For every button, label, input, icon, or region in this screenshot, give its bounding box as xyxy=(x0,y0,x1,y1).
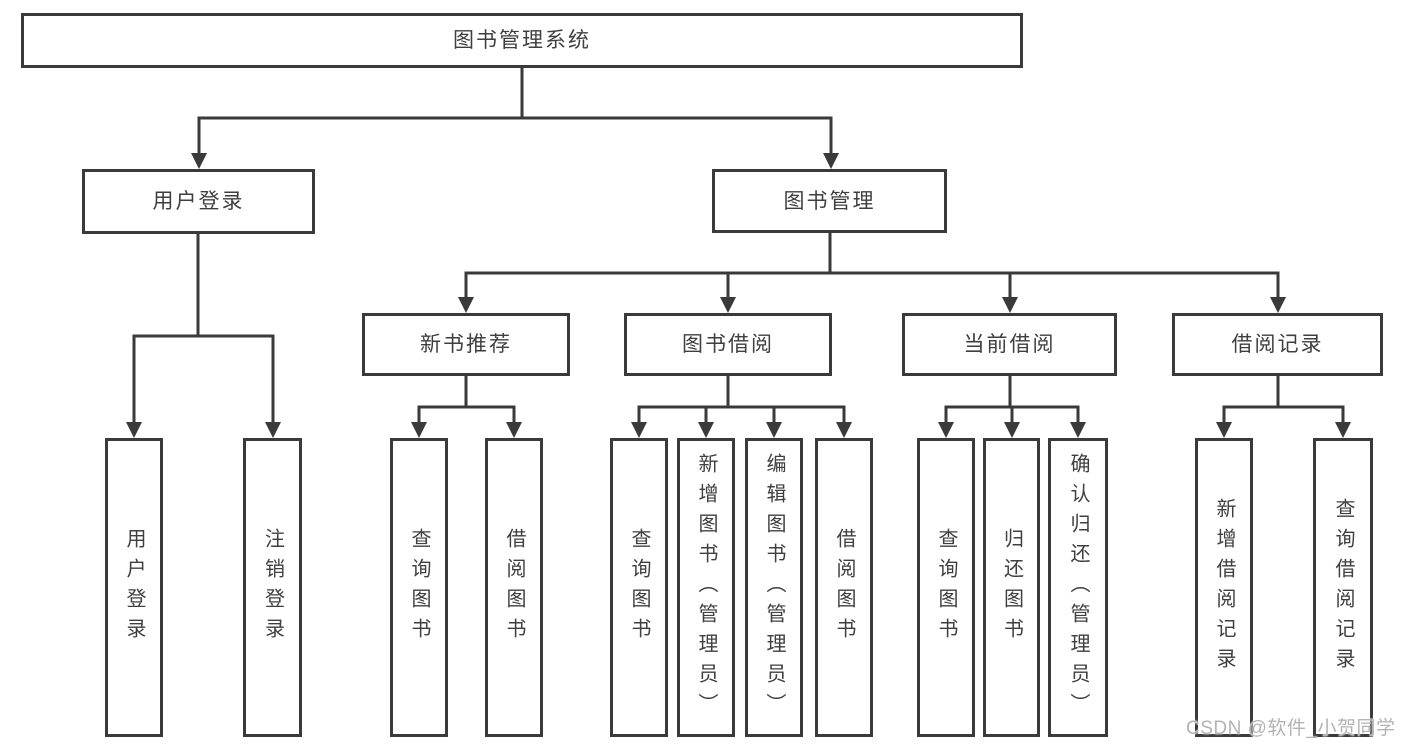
leaf-borrow-book-2-label: 借阅图书 xyxy=(833,527,855,648)
leaf-borrow-book-2: 借阅图书 xyxy=(815,438,873,737)
leaf-query-borrow-record-label: 查询借阅记录 xyxy=(1332,497,1354,678)
node-book-management-label: 图书管理 xyxy=(783,189,876,213)
leaf-query-borrow-record: 查询借阅记录 xyxy=(1313,438,1373,737)
leaf-logout-label: 注销登录 xyxy=(261,527,284,648)
node-borrowing-records-label: 借阅记录 xyxy=(1231,333,1324,356)
arrowhead-icon xyxy=(506,422,522,438)
leaf-edit-book-admin-label: 编辑图书（管理员） xyxy=(763,452,785,723)
arrowhead-icon xyxy=(458,297,474,313)
leaf-confirm-return-admin: 确认归还（管理员） xyxy=(1048,438,1108,737)
arrowhead-icon xyxy=(1002,297,1018,313)
leaf-query-book-2: 查询图书 xyxy=(610,438,668,737)
arrowhead-icon xyxy=(698,422,714,438)
arrowhead-icon xyxy=(1070,422,1086,438)
node-new-book-recommend: 新书推荐 xyxy=(362,313,570,376)
watermark: CSDN @软件_小贺同学 xyxy=(1186,718,1396,739)
node-new-book-recommend-label: 新书推荐 xyxy=(420,333,512,356)
arrowhead-icon xyxy=(411,422,427,438)
leaf-query-book-1-label: 查询图书 xyxy=(408,527,430,648)
arrowhead-icon xyxy=(823,153,839,169)
leaf-query-book-1: 查询图书 xyxy=(390,438,448,737)
leaf-user-login-label: 用户登录 xyxy=(123,527,145,648)
arrowhead-icon xyxy=(836,422,852,438)
node-book-management: 图书管理 xyxy=(712,169,947,233)
node-current-borrowing-label: 当前借阅 xyxy=(963,333,1056,356)
leaf-query-book-3-label: 查询图书 xyxy=(935,527,957,648)
arrowhead-icon xyxy=(1335,422,1351,438)
arrowhead-icon xyxy=(720,297,736,313)
node-root-label: 图书管理系统 xyxy=(453,29,591,52)
node-user-login-label: 用户登录 xyxy=(152,190,245,213)
leaf-user-login: 用户登录 xyxy=(105,438,163,737)
leaf-logout: 注销登录 xyxy=(243,438,302,737)
arrowhead-icon xyxy=(1216,422,1232,438)
node-current-borrowing: 当前借阅 xyxy=(902,313,1117,376)
leaf-add-book-admin: 新增图书（管理员） xyxy=(677,438,735,737)
leaf-add-book-admin-label: 新增图书（管理员） xyxy=(695,452,717,723)
leaf-query-book-2-label: 查询图书 xyxy=(628,527,650,648)
arrowhead-icon xyxy=(191,153,207,169)
leaf-query-book-3: 查询图书 xyxy=(917,438,975,737)
arrowhead-icon xyxy=(126,422,142,438)
leaf-confirm-return-admin-label: 确认归还（管理员） xyxy=(1067,452,1089,723)
arrowhead-icon xyxy=(766,422,782,438)
leaf-borrow-book-1-label: 借阅图书 xyxy=(503,527,525,648)
leaf-borrow-book-1: 借阅图书 xyxy=(485,438,543,737)
node-borrowing-records: 借阅记录 xyxy=(1172,313,1383,376)
leaf-return-book-label: 归还图书 xyxy=(1000,527,1023,648)
node-book-borrowing-label: 图书借阅 xyxy=(682,333,774,356)
leaf-add-borrow-record: 新增借阅记录 xyxy=(1195,438,1253,737)
arrowhead-icon xyxy=(265,422,281,438)
arrowhead-icon xyxy=(631,422,647,438)
leaf-add-borrow-record-label: 新增借阅记录 xyxy=(1213,497,1235,678)
arrowhead-icon xyxy=(1004,422,1020,438)
arrowhead-icon xyxy=(1270,297,1286,313)
leaf-return-book: 归还图书 xyxy=(983,438,1040,737)
node-user-login: 用户登录 xyxy=(82,169,315,234)
node-root: 图书管理系统 xyxy=(21,13,1023,68)
node-book-borrowing: 图书借阅 xyxy=(624,313,832,376)
arrowhead-icon xyxy=(938,422,954,438)
leaf-edit-book-admin: 编辑图书（管理员） xyxy=(745,438,803,737)
